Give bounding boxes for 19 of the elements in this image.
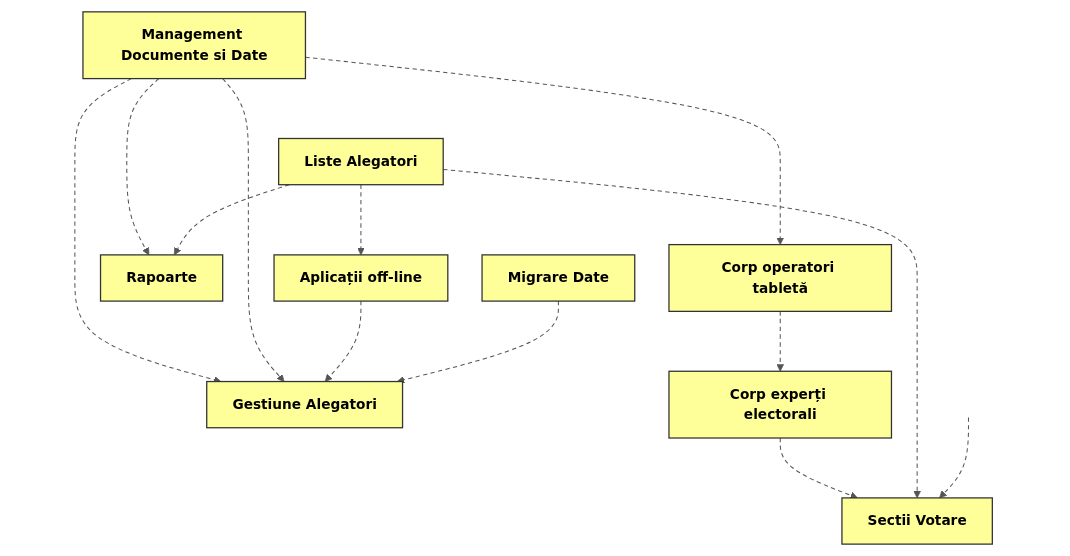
arrow <box>776 310 785 372</box>
arrow <box>357 184 366 256</box>
arrow <box>939 416 970 499</box>
arrow <box>325 300 362 382</box>
node-box: Corp experți electorali <box>668 370 893 439</box>
arrow <box>305 56 785 245</box>
node-box: Corp operatori tabletă <box>668 244 893 312</box>
node-box: Migrare Date <box>481 254 636 302</box>
node-box: Management Documente si Date <box>82 11 307 80</box>
node-box: Liste Alegatori <box>278 137 445 186</box>
node-box: Sectii Votare <box>841 497 994 545</box>
arrow <box>222 78 285 382</box>
arrow <box>443 168 922 499</box>
arrow <box>126 78 160 256</box>
arrow <box>780 437 859 499</box>
node-box: Rapoarte <box>100 254 224 302</box>
node-box: Aplicații off-line <box>273 254 449 302</box>
arrow <box>397 300 560 384</box>
node-box: Gestiune Alegatori <box>206 380 404 429</box>
